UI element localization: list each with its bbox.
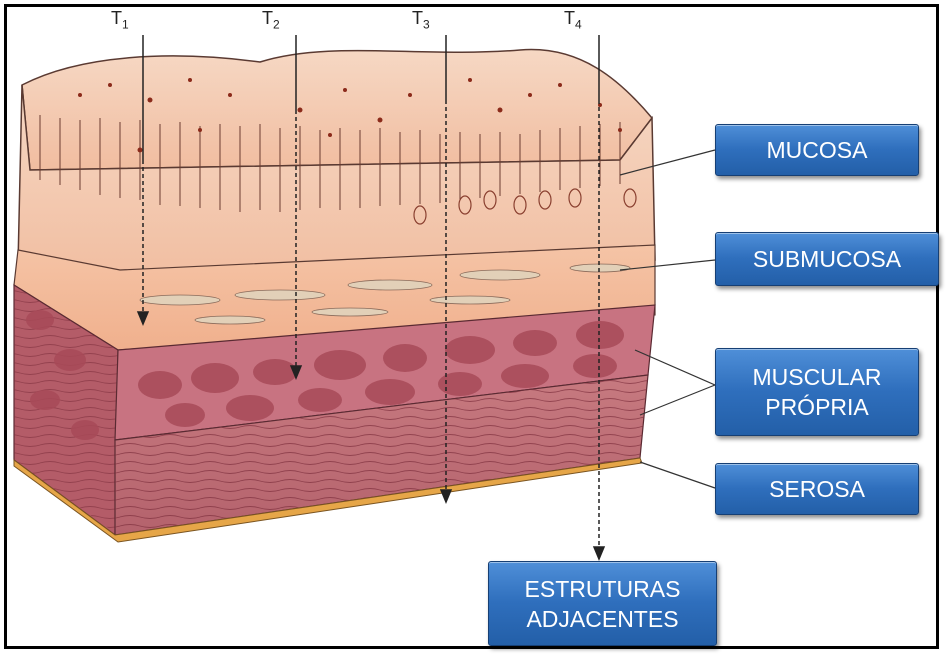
depth-label-t4: T4 [564, 8, 582, 32]
label-serosa: SEROSA [715, 463, 919, 515]
mucosa-surface [22, 50, 652, 170]
label-submucosa: SUBMUCOSA [715, 232, 939, 286]
depth-label-t1: T1 [111, 8, 129, 32]
label-adjacent-structures: ESTRUTURAS ADJACENTES [488, 561, 717, 646]
label-mucosa: MUCOSA [715, 124, 919, 176]
depth-label-t2: T2 [262, 8, 280, 32]
label-muscular-propria: MUSCULAR PRÓPRIA [715, 348, 919, 436]
depth-label-t3: T3 [412, 8, 430, 32]
